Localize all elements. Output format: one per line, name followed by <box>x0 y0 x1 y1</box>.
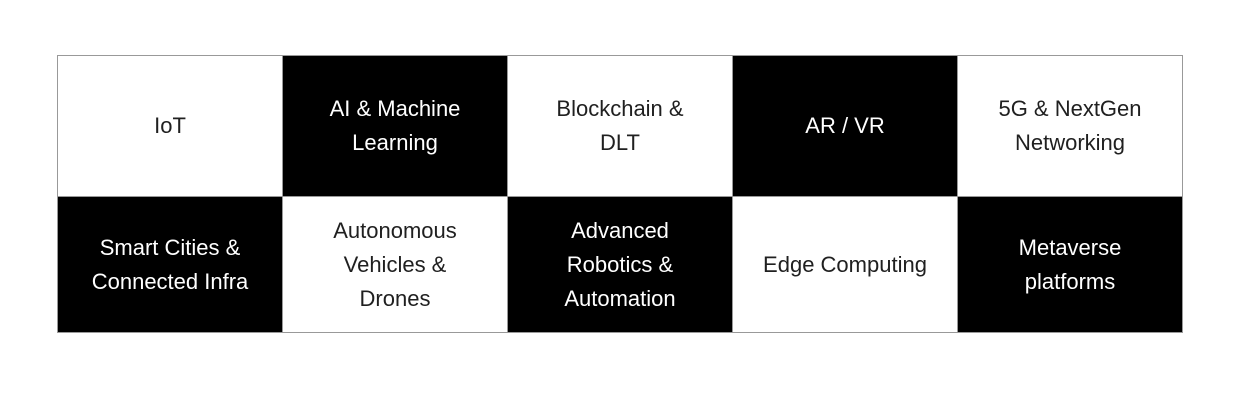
grid-cell-ar-vr[interactable]: AR / VR <box>732 55 958 197</box>
grid-cell-edge-computing[interactable]: Edge Computing <box>732 196 958 333</box>
grid-cell-label: AI & Machine Learning <box>329 96 461 155</box>
grid-cell-advanced-robotics-automation[interactable]: Advanced Robotics & Automation <box>507 196 733 333</box>
grid-cell-smart-cities-connected-infra[interactable]: Smart Cities & Connected Infra <box>57 196 283 333</box>
grid-cell-label: IoT <box>154 113 186 138</box>
grid-cell-label: Edge Computing <box>763 251 927 277</box>
grid-row-top: IoT AI & Machine Learning Blockchain & D… <box>57 55 1183 197</box>
grid-cell-label: Advanced Robotics & Automation <box>564 217 676 311</box>
grid-cell-label: Autonomous Vehicles & Drones <box>333 217 457 311</box>
grid-cell-metaverse-platforms[interactable]: Metaverse platforms <box>957 196 1183 333</box>
grid-cell-iot[interactable]: IoT <box>57 55 283 197</box>
grid-cell-label: AR / VR <box>805 113 885 138</box>
grid-cell-label: Metaverse platforms <box>1018 234 1122 294</box>
grid-cell-label: Smart Cities & Connected Infra <box>91 234 249 294</box>
grid-row-bottom: Smart Cities & Connected Infra Autonomou… <box>57 196 1183 333</box>
technology-grid: IoT AI & Machine Learning Blockchain & D… <box>57 55 1183 333</box>
grid-cell-autonomous-vehicles-drones[interactable]: Autonomous Vehicles & Drones <box>282 196 508 333</box>
grid-cell-blockchain-dlt[interactable]: Blockchain & DLT <box>507 55 733 197</box>
grid-cell-ai-machine-learning[interactable]: AI & Machine Learning <box>282 55 508 197</box>
grid-cell-5g-nextgen-networking[interactable]: 5G & NextGen Networking <box>957 55 1183 197</box>
grid-cell-label: Blockchain & DLT <box>556 96 684 155</box>
grid-cell-label: 5G & NextGen Networking <box>998 96 1142 155</box>
